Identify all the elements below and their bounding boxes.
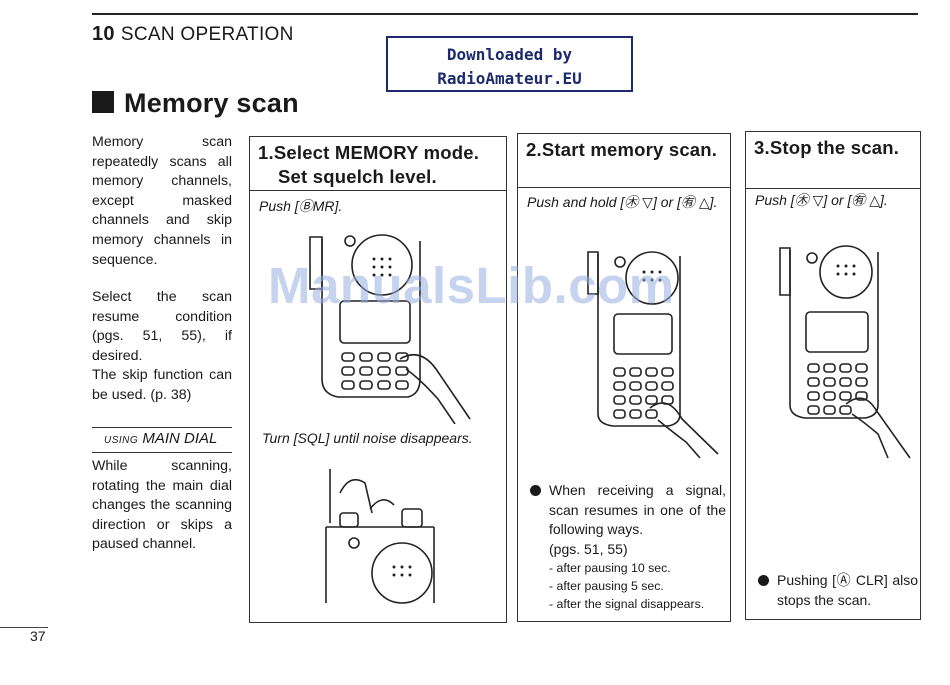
step-1-instruction-2: Turn [SQL] until noise disappears.	[262, 430, 473, 446]
step-3-header: 3.Stop the scan.	[746, 132, 920, 189]
step-2-header: 2.Start memory scan.	[518, 134, 730, 188]
section-title-text: Memory scan	[124, 88, 299, 118]
step-1-instruction: Push [ⒷMR].	[259, 198, 343, 214]
bullet-icon	[530, 485, 541, 496]
radio-illustration	[587, 251, 719, 459]
divider	[92, 452, 232, 453]
page-number: 37	[30, 628, 46, 644]
step-2-panel: 2.Start memory scan. Push and hold [㊍ ▽]…	[517, 133, 731, 622]
sidebar-para-3: The skip function can be used. (p. 38)	[92, 367, 232, 403]
sidebar-para-4: While scanning, rotating the main dial c…	[92, 458, 232, 553]
main-dial-heading: USING MAIN DIAL	[104, 430, 217, 447]
step-3-note: Pushing [Ⓐ CLR] also stops the scan.	[758, 571, 918, 610]
step-1-header: 1.Select MEMORY mode. Set squelch level.	[250, 137, 506, 191]
step-1-title: 1.Select MEMORY mode. Set squelch level.	[258, 142, 480, 187]
resume-condition-2: - after pausing 5 sec.	[549, 579, 664, 593]
top-rule	[92, 13, 918, 15]
download-credit-box: Downloaded by RadioAmateur.EU	[386, 36, 633, 92]
bullet-icon	[758, 575, 769, 586]
download-credit-line1: Downloaded by	[446, 45, 573, 64]
step-1-panel: 1.Select MEMORY mode. Set squelch level.…	[249, 136, 507, 623]
resume-condition-1: - after pausing 10 sec.	[549, 561, 671, 575]
step-3-panel: 3.Stop the scan. Push [㊍ ▽] or [㊒ △]. Pu…	[745, 131, 921, 620]
download-credit-line2: RadioAmateur.EU	[437, 69, 582, 88]
radio-top-knobs-illustration	[325, 469, 435, 604]
step-2-title: 2.Start memory scan.	[526, 139, 718, 160]
square-bullet-icon	[92, 91, 114, 113]
radio-illustration	[779, 245, 911, 459]
radio-illustration	[309, 234, 471, 424]
chapter-title: SCAN OPERATION	[120, 24, 294, 45]
step-3-title: 3.Stop the scan.	[754, 137, 900, 158]
main-dial-heading-prefix: USING	[104, 435, 139, 446]
main-dial-heading-text: MAIN DIAL	[142, 430, 218, 447]
divider	[92, 427, 232, 428]
page-number-rule	[0, 627, 48, 628]
sidebar-para-1: Memory scan repeatedly scans all memory …	[92, 134, 232, 268]
section-title: Memory scan	[92, 88, 299, 119]
step-3-instruction: Push [㊍ ▽] or [㊒ △].	[755, 192, 888, 208]
resume-condition-3: - after the signal disappears.	[549, 597, 705, 611]
chapter-number: 10	[92, 23, 115, 45]
watermark: ManualsLib.com	[268, 257, 675, 314]
sidebar-para-2: Select the scan resume condition (pgs. 5…	[92, 289, 232, 364]
step-2-note: When receiving a signal, scan resumes in…	[530, 481, 726, 613]
step-2-instruction: Push and hold [㊍ ▽] or [㊒ △].	[527, 194, 718, 210]
